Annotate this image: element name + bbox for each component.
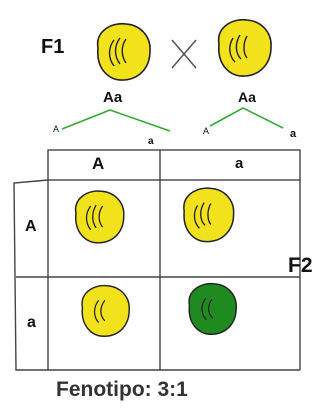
gamete-label-p2-left: A xyxy=(203,126,210,136)
parent-seed-2 xyxy=(217,18,272,77)
generation-label-f2: F2 xyxy=(288,254,313,277)
row-header-a: a xyxy=(27,314,36,331)
phenotype-ratio-text: Fenotipo: 3:1 xyxy=(56,378,188,401)
parent-seed-1 xyxy=(96,22,151,81)
offspring-seed-aa xyxy=(188,282,237,335)
offspring-seed-aA xyxy=(81,284,130,337)
gamete-label-p2-right: a xyxy=(290,128,297,140)
punnett-grid xyxy=(13,149,301,371)
column-header-A: A xyxy=(92,154,105,173)
generation-label-f1: F1 xyxy=(41,36,65,58)
row-header-A: A xyxy=(25,218,37,235)
parent-genotype-1: Aa xyxy=(103,89,123,106)
gamete-label-p1-right: a xyxy=(148,136,154,147)
offspring-seed-AA xyxy=(74,190,125,244)
gamete-branches xyxy=(61,107,284,132)
column-header-a: a xyxy=(235,155,244,172)
cross-symbol xyxy=(171,39,197,69)
parent-genotype-2: Aa xyxy=(238,89,256,105)
gamete-label-p1-left: A xyxy=(53,124,60,134)
offspring-seed-Aa xyxy=(183,187,235,243)
